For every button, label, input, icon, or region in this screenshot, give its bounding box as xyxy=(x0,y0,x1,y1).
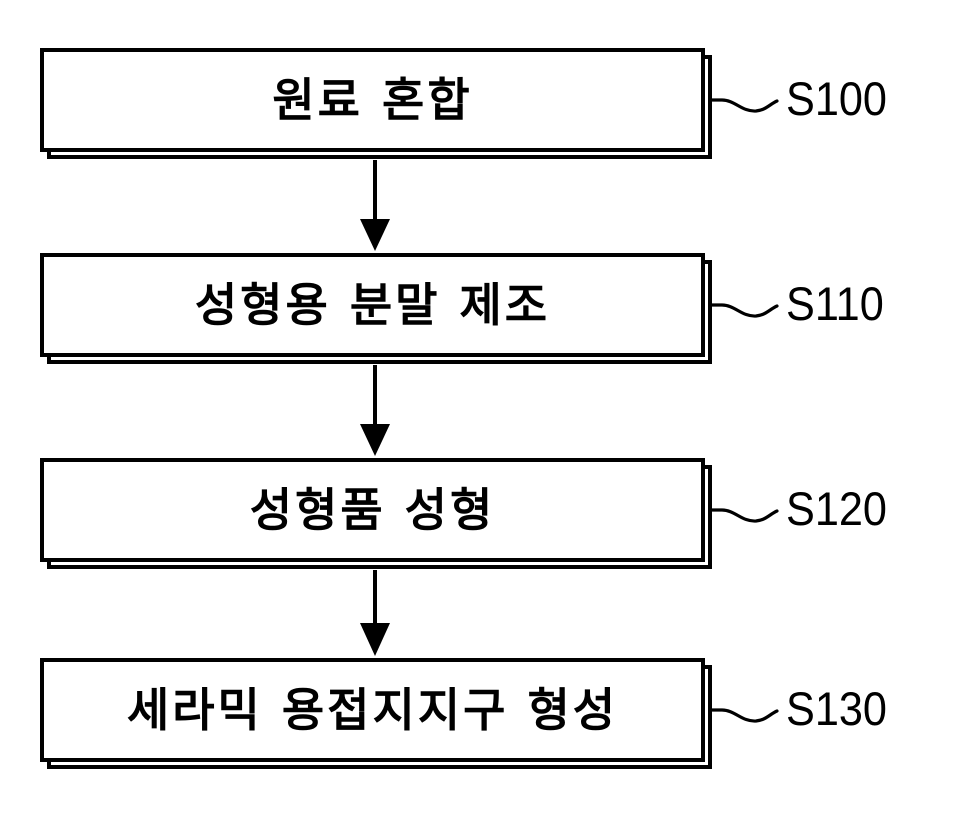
leader-line-3 xyxy=(705,508,779,523)
process-step-3[interactable]: 성형품 성형 xyxy=(40,458,712,569)
step-1-label: 원료 혼합 xyxy=(272,73,473,127)
leader-line-4 xyxy=(705,708,779,723)
step-2-box[interactable]: 성형용 분말 제조 xyxy=(40,253,705,357)
step-3-box[interactable]: 성형품 성형 xyxy=(40,458,705,562)
step-1-box[interactable]: 원료 혼합 xyxy=(40,48,705,152)
step-1-reference: S100 xyxy=(786,72,887,125)
connector-arrow-3 xyxy=(360,570,390,656)
connector-arrow-1 xyxy=(360,160,390,251)
step-2-reference: S110 xyxy=(786,277,884,330)
process-step-1[interactable]: 원료 혼합 xyxy=(40,48,712,159)
step-3-reference: S120 xyxy=(786,482,887,535)
process-step-2[interactable]: 성형용 분말 제조 xyxy=(40,253,712,364)
connector-arrow-2 xyxy=(360,365,390,456)
step-2-label: 성형용 분말 제조 xyxy=(194,278,551,332)
step-3-label: 성형품 성형 xyxy=(249,483,496,537)
step-4-box[interactable]: 세라믹 용접지지구 형성 xyxy=(40,658,705,762)
process-step-4[interactable]: 세라믹 용접지지구 형성 xyxy=(40,658,712,769)
step-4-reference: S130 xyxy=(786,682,887,735)
leader-line-1 xyxy=(705,98,779,113)
step-4-label: 세라믹 용접지지구 형성 xyxy=(126,683,619,737)
leader-line-2 xyxy=(705,303,779,318)
